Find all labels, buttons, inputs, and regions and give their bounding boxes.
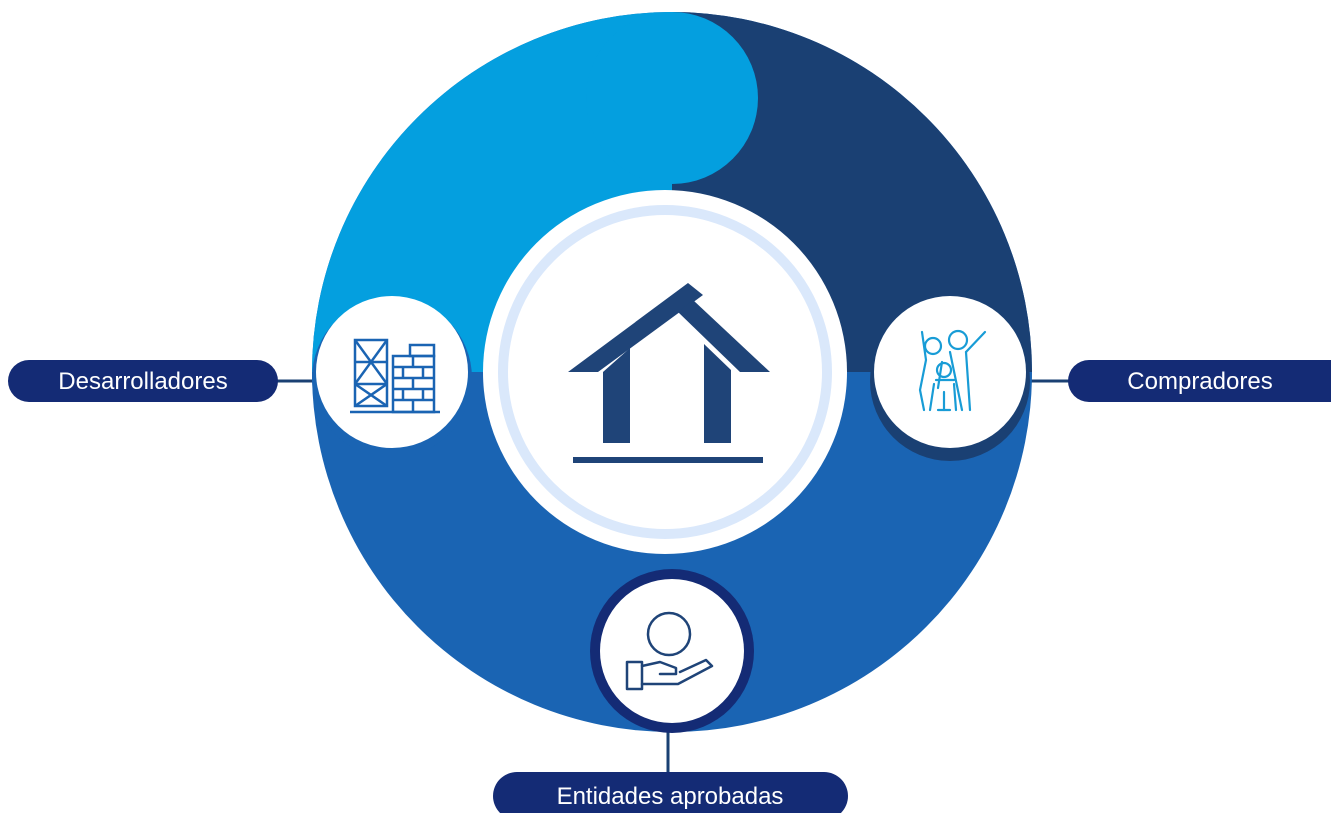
hand-coin-icon: [625, 611, 714, 691]
node-entidades: [590, 569, 754, 733]
center-disk: [483, 190, 847, 554]
construction-scaffold-icon: [350, 338, 440, 414]
family-icon: [918, 329, 987, 412]
label-desarrolladores: Desarrolladores: [58, 368, 227, 395]
node-compradores: [870, 296, 1030, 461]
house-icon: [568, 283, 770, 463]
label-compradores-pill: Compradores: [1068, 360, 1331, 402]
label-compradores: Compradores: [1127, 368, 1272, 395]
node-desarrolladores: [312, 296, 472, 458]
ring-segment-light-cap: [586, 12, 758, 184]
label-entidades: Entidades aprobadas: [557, 783, 784, 810]
label-entidades-pill: Entidades aprobadas: [493, 772, 848, 813]
label-desarrolladores-pill: Desarrolladores: [8, 360, 278, 402]
